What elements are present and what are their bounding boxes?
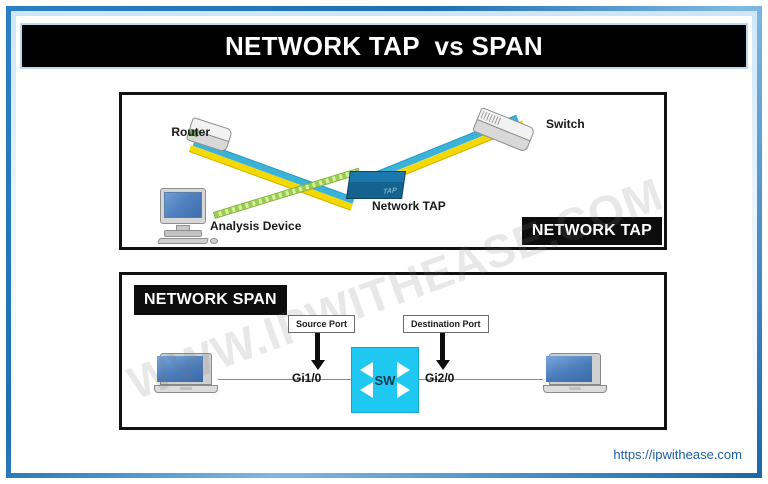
switch-label: Switch	[546, 117, 585, 131]
network-tap-device-icon: TAP	[346, 171, 406, 199]
wire-left-laptop-to-switch	[218, 379, 351, 380]
destination-interface-label: Gi2/0	[425, 371, 455, 385]
destination-port-callout: Destination Port	[403, 315, 489, 333]
router-label: Router	[171, 125, 210, 139]
network-tap-diagram-panel: Router Switch TAP Network TAP Analysis D…	[119, 92, 667, 250]
page-title: NETWORK TAP vs SPAN	[224, 30, 544, 61]
source-port-arrow	[311, 333, 325, 370]
network-tap-label: Network TAP	[372, 199, 446, 213]
destination-port-arrow	[436, 333, 450, 370]
switch-arrow-lower-right-icon	[397, 382, 410, 398]
tap-device-body-text: TAP	[382, 187, 397, 196]
switch-arrow-upper-left-icon	[360, 362, 373, 378]
analysis-device-label: Analysis Device	[210, 219, 302, 233]
footer-url: https://ipwithease.com	[613, 447, 742, 462]
source-interface-label: Gi1/0	[292, 371, 322, 385]
network-tap-corner-badge: NETWORK TAP	[521, 217, 662, 245]
switch-label: SW	[374, 372, 396, 388]
switch-arrow-upper-right-icon	[397, 362, 410, 378]
wire-switch-to-right-laptop	[419, 379, 543, 380]
network-span-diagram-panel: Source Port Gi1/0 Destination Port Gi2/0…	[119, 272, 667, 430]
switch-arrow-lower-left-icon	[360, 382, 373, 398]
switch-icon	[471, 106, 538, 157]
source-port-callout: Source Port	[288, 315, 356, 333]
span-switch-icon: SW	[351, 347, 419, 413]
title-bar: NETWORK TAP vs SPAN	[20, 23, 748, 69]
network-span-corner-badge: NETWORK SPAN	[134, 285, 287, 315]
